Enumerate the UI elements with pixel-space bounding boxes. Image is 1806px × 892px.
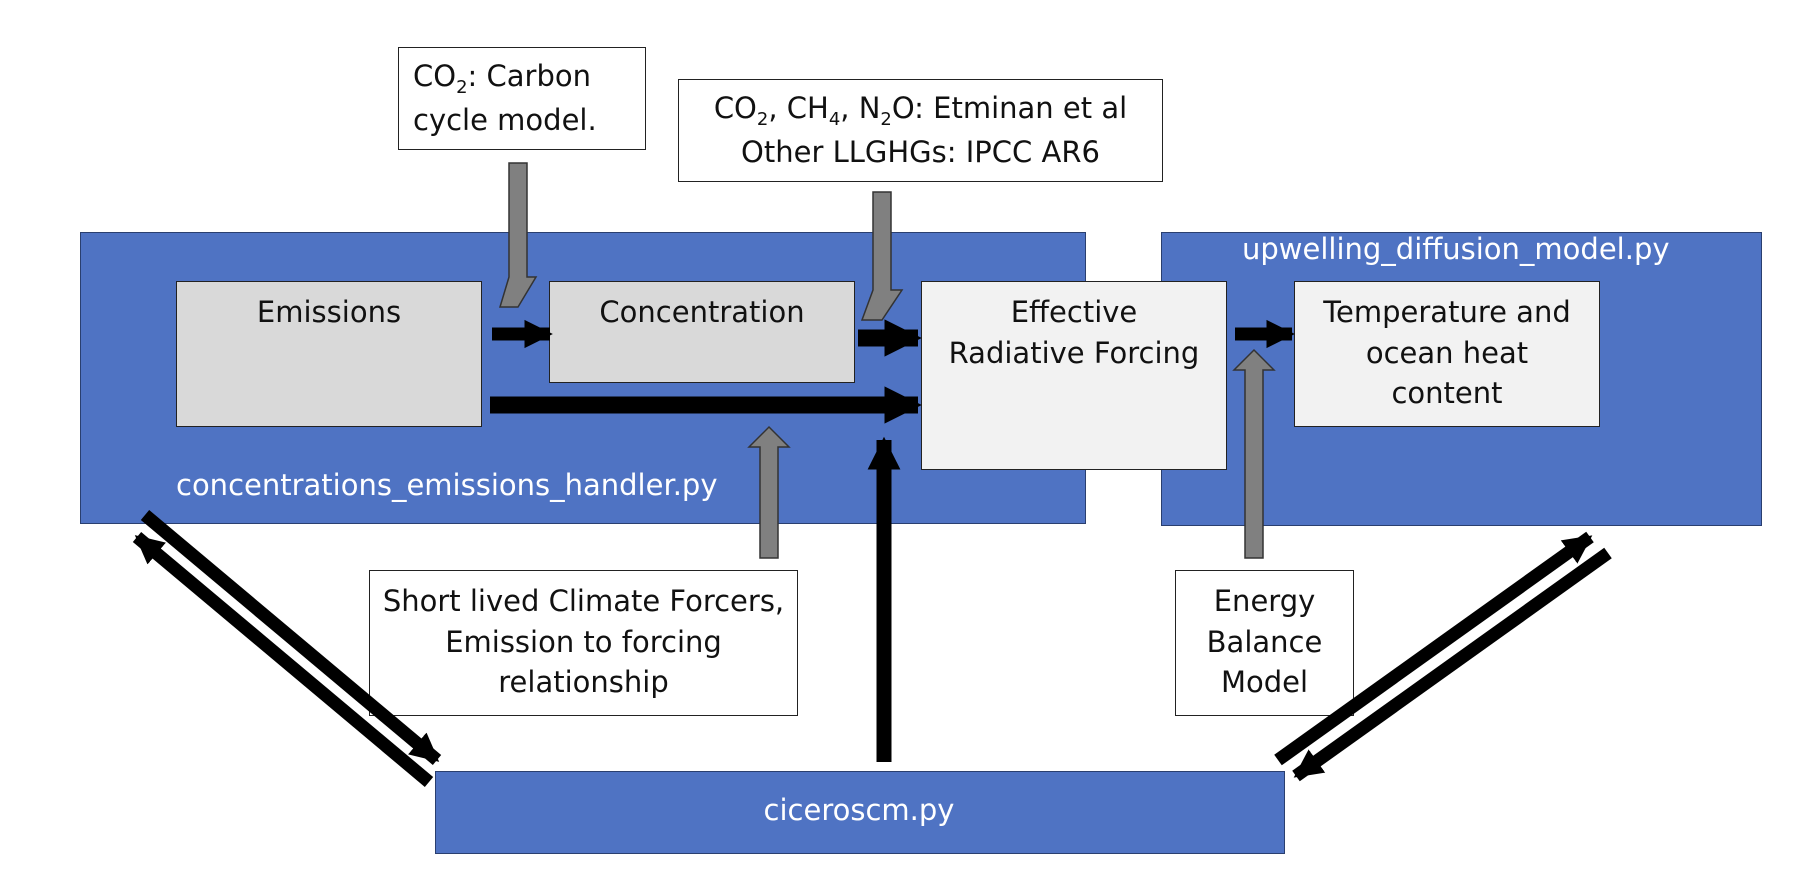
left-panel-label: concentrations_emissions_handler.py xyxy=(176,468,718,502)
carbon-note-line1: CO2: Carbon xyxy=(413,59,591,98)
energy-balance-note: Energy Balance Model xyxy=(1175,570,1354,716)
temperature-label-line3: content xyxy=(1391,376,1503,411)
emissions-label: Emissions xyxy=(256,295,402,329)
temperature-label-line1: Temperature and xyxy=(1323,295,1571,329)
carbon-note-line2: cycle model. xyxy=(413,102,597,137)
concentration-label: Concentration xyxy=(599,295,805,329)
gray-arrow-etminan-to-erf xyxy=(860,191,904,321)
arrow-ciceroscm-to-handler xyxy=(132,532,434,787)
gray-arrow-carbon-to-concentration xyxy=(498,162,538,308)
arrow-upwelling-to-ciceroscm xyxy=(1292,547,1612,782)
gray-arrow-slcf-up xyxy=(747,425,791,559)
slcf-note-line2: Emission to forcing xyxy=(445,624,722,659)
carbon-cycle-note: CO2: Carbon cycle model. xyxy=(398,47,646,150)
etminan-note-line1: CO2, CH4, N2O: Etminan et al xyxy=(713,91,1128,130)
effective-radiative-forcing-box: Effective Radiative Forcing xyxy=(921,281,1227,470)
slcf-note-line3: relationship xyxy=(498,665,669,700)
bottom-panel-label: ciceroscm.py xyxy=(763,793,955,827)
right-panel-label: upwelling_diffusion_model.py xyxy=(1242,232,1670,266)
emissions-box: Emissions xyxy=(176,281,482,427)
temperature-box: Temperature and ocean heat content xyxy=(1294,281,1600,427)
erf-label-line2: Radiative Forcing xyxy=(948,335,1200,370)
ebm-note-line3: Model xyxy=(1220,665,1309,700)
gray-arrow-ebm-up xyxy=(1232,348,1276,559)
concentration-box: Concentration xyxy=(549,281,855,383)
ebm-note-line2: Balance xyxy=(1206,624,1323,659)
erf-label-line1: Effective xyxy=(1010,295,1138,329)
ciceroscm-panel xyxy=(435,771,1285,854)
etminan-note: CO2, CH4, N2O: Etminan et al Other LLGHG… xyxy=(678,79,1163,182)
slcf-note-line1: Short lived Climate Forcers, xyxy=(382,584,785,618)
slcf-note: Short lived Climate Forcers, Emission to… xyxy=(369,570,798,716)
arrow-ciceroscm-to-upwelling xyxy=(1274,531,1594,766)
temperature-label-line2: ocean heat xyxy=(1365,335,1529,370)
ebm-note-line1: Energy xyxy=(1213,584,1316,618)
arrow-handler-to-ciceroscm xyxy=(140,510,442,765)
etminan-note-line2: Other LLGHGs: IPCC AR6 xyxy=(741,134,1100,169)
